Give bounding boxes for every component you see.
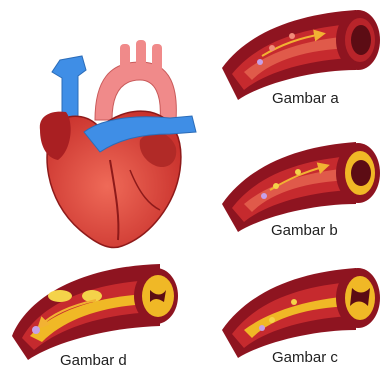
healthy-artery-icon — [222, 10, 380, 100]
label-gambar-b: Gambar b — [271, 222, 338, 239]
label-gambar-c: Gambar c — [272, 349, 338, 366]
artery-severe-plaque-icon — [12, 264, 178, 360]
label-gambar-d: Gambar d — [60, 352, 127, 369]
label-gambar-a: Gambar a — [272, 90, 339, 107]
artery-slight-plaque-icon — [222, 142, 380, 232]
heart-icon — [40, 40, 196, 248]
artery-moderate-plaque-icon — [222, 268, 380, 358]
